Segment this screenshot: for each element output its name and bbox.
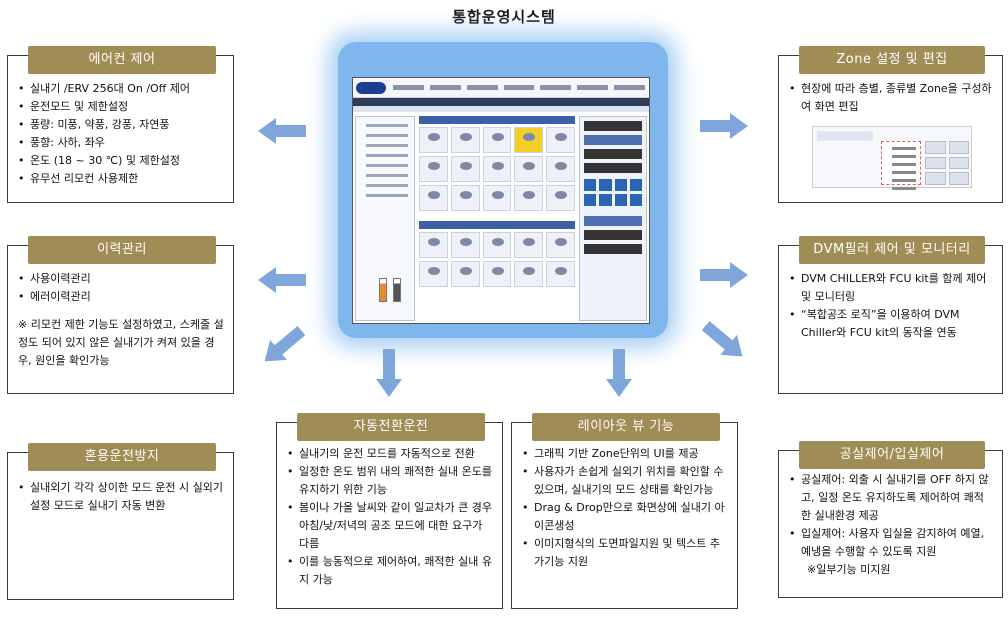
auto-switch-header: 자동전환운전 (297, 413, 485, 441)
zone-edit-header: Zone 설정 및 편집 (799, 46, 985, 74)
vacancy-item: 공실제어: 외출 시 실내기를 OFF 하지 않고, 일정 온도 유지하도록 제… (789, 471, 994, 525)
mixed-operation-panel: 혼용운전방지 실내외기 각각 상이한 모드 운전 시 실외기 설정 모드로 실내… (7, 443, 234, 600)
layout-view-header: 레이아웃 뷰 기능 (532, 413, 720, 441)
vacancy-item: 입실제어: 사용자 입실을 감지하여 예열, 예냉을 수행할 수 있도록 지원 (789, 525, 994, 561)
arrow-down-left-icon (256, 321, 309, 372)
page-title: 통합운영시스템 (452, 8, 556, 26)
arrow-left-icon (258, 118, 306, 144)
aircon-item: 풍량: 미풍, 약풍, 강풍, 자연풍 (18, 116, 225, 134)
history-item: 사용이력관리 (18, 270, 225, 288)
vacancy-note: ※일부기능 미지원 (807, 563, 891, 576)
layout-view-panel: 레이아웃 뷰 기능 그래픽 기반 Zone단위의 UI를 제공 사용자가 손쉽게… (511, 413, 738, 609)
history-header: 이력관리 (28, 236, 216, 264)
auto-switch-panel: 자동전환운전 실내기의 운전 모드를 자동적으로 전환 일정한 온도 범위 내의… (276, 413, 503, 609)
dvm-item: DVM CHILLER와 FCU kit를 함께 제어 및 모니터링 (789, 270, 994, 306)
layout-item: 그래픽 기반 Zone단위의 UI를 제공 (522, 445, 729, 463)
mixed-operation-header: 혼용운전방지 (28, 443, 216, 471)
arrow-down-icon (606, 349, 632, 397)
aircon-control-panel: 에어컨 제어 실내기 /ERV 256대 On /Off 제어 운전모드 및 제… (7, 46, 234, 203)
layout-item: 사용자가 손쉽게 실외기 위치를 확인할 수 있으며, 실내기의 모드 상태를 … (522, 463, 729, 499)
zone-editor-thumbnail (812, 126, 972, 190)
aircon-item: 운전모드 및 제한설정 (18, 98, 225, 116)
layout-item: 이미지형식의 도면파일지원 및 텍스트 추가기능 지원 (522, 535, 729, 571)
arrow-left-icon (258, 267, 306, 293)
aircon-item: 실내기 /ERV 256대 On /Off 제어 (18, 80, 225, 98)
vacancy-control-panel: 공실제어/입실제어 공실제어: 외출 시 실내기를 OFF 하지 않고, 일정 … (778, 441, 1003, 598)
arrow-right-icon (700, 113, 748, 139)
history-note: ※ 리모컨 제한 기능도 설정하였고, 스케줄 설정도 되어 있지 않은 실내기… (18, 318, 224, 367)
aircon-item: 유무선 리모컨 사용제한 (18, 170, 225, 188)
auto-item: 실내기의 운전 모드를 자동적으로 전환 (287, 445, 494, 463)
auto-item: 봄이나 가을 날씨와 같이 일교차가 큰 경우 아침/낮/저녁의 공조 모드에 … (287, 499, 494, 553)
system-screenshot (352, 77, 650, 324)
arrow-right-icon (700, 262, 748, 288)
history-panel: 이력관리 사용이력관리 에러이력관리 ※ 리모컨 제한 기능도 설정하였고, 스… (7, 236, 234, 394)
aircon-item: 온도 (18 ~ 30 ℃) 및 제한설정 (18, 152, 225, 170)
dvm-item: “복합공조 로직”을 이용하여 DVM Chiller와 FCU kit의 동작… (789, 306, 994, 342)
auto-item: 이를 능동적으로 제어하여, 쾌적한 실내 유지 가능 (287, 553, 494, 589)
vacancy-control-header: 공실제어/입실제어 (799, 441, 985, 469)
dvm-chiller-panel: DVM필러 제어 및 모니터리 DVM CHILLER와 FCU kit를 함께… (778, 236, 1003, 394)
dvm-chiller-header: DVM필러 제어 및 모니터리 (799, 236, 985, 264)
arrow-down-right-icon (697, 316, 750, 367)
zone-item: 현장에 따라 층별, 종류별 Zone을 구성하여 화면 편집 (789, 80, 994, 116)
auto-item: 일정한 온도 범위 내의 쾌적한 실내 온도를 유지하기 위한 기능 (287, 463, 494, 499)
arrow-down-icon (376, 349, 402, 397)
history-item: 에러이력관리 (18, 288, 225, 306)
aircon-control-header: 에어컨 제어 (28, 46, 216, 74)
layout-item: Drag & Drop만으로 화면상에 실내기 아이콘생성 (522, 499, 729, 535)
mixed-item: 실내외기 각각 상이한 모드 운전 시 실외기 설정 모드로 실내기 자동 변환 (18, 479, 225, 515)
aircon-item: 풍향: 사하, 좌우 (18, 134, 225, 152)
